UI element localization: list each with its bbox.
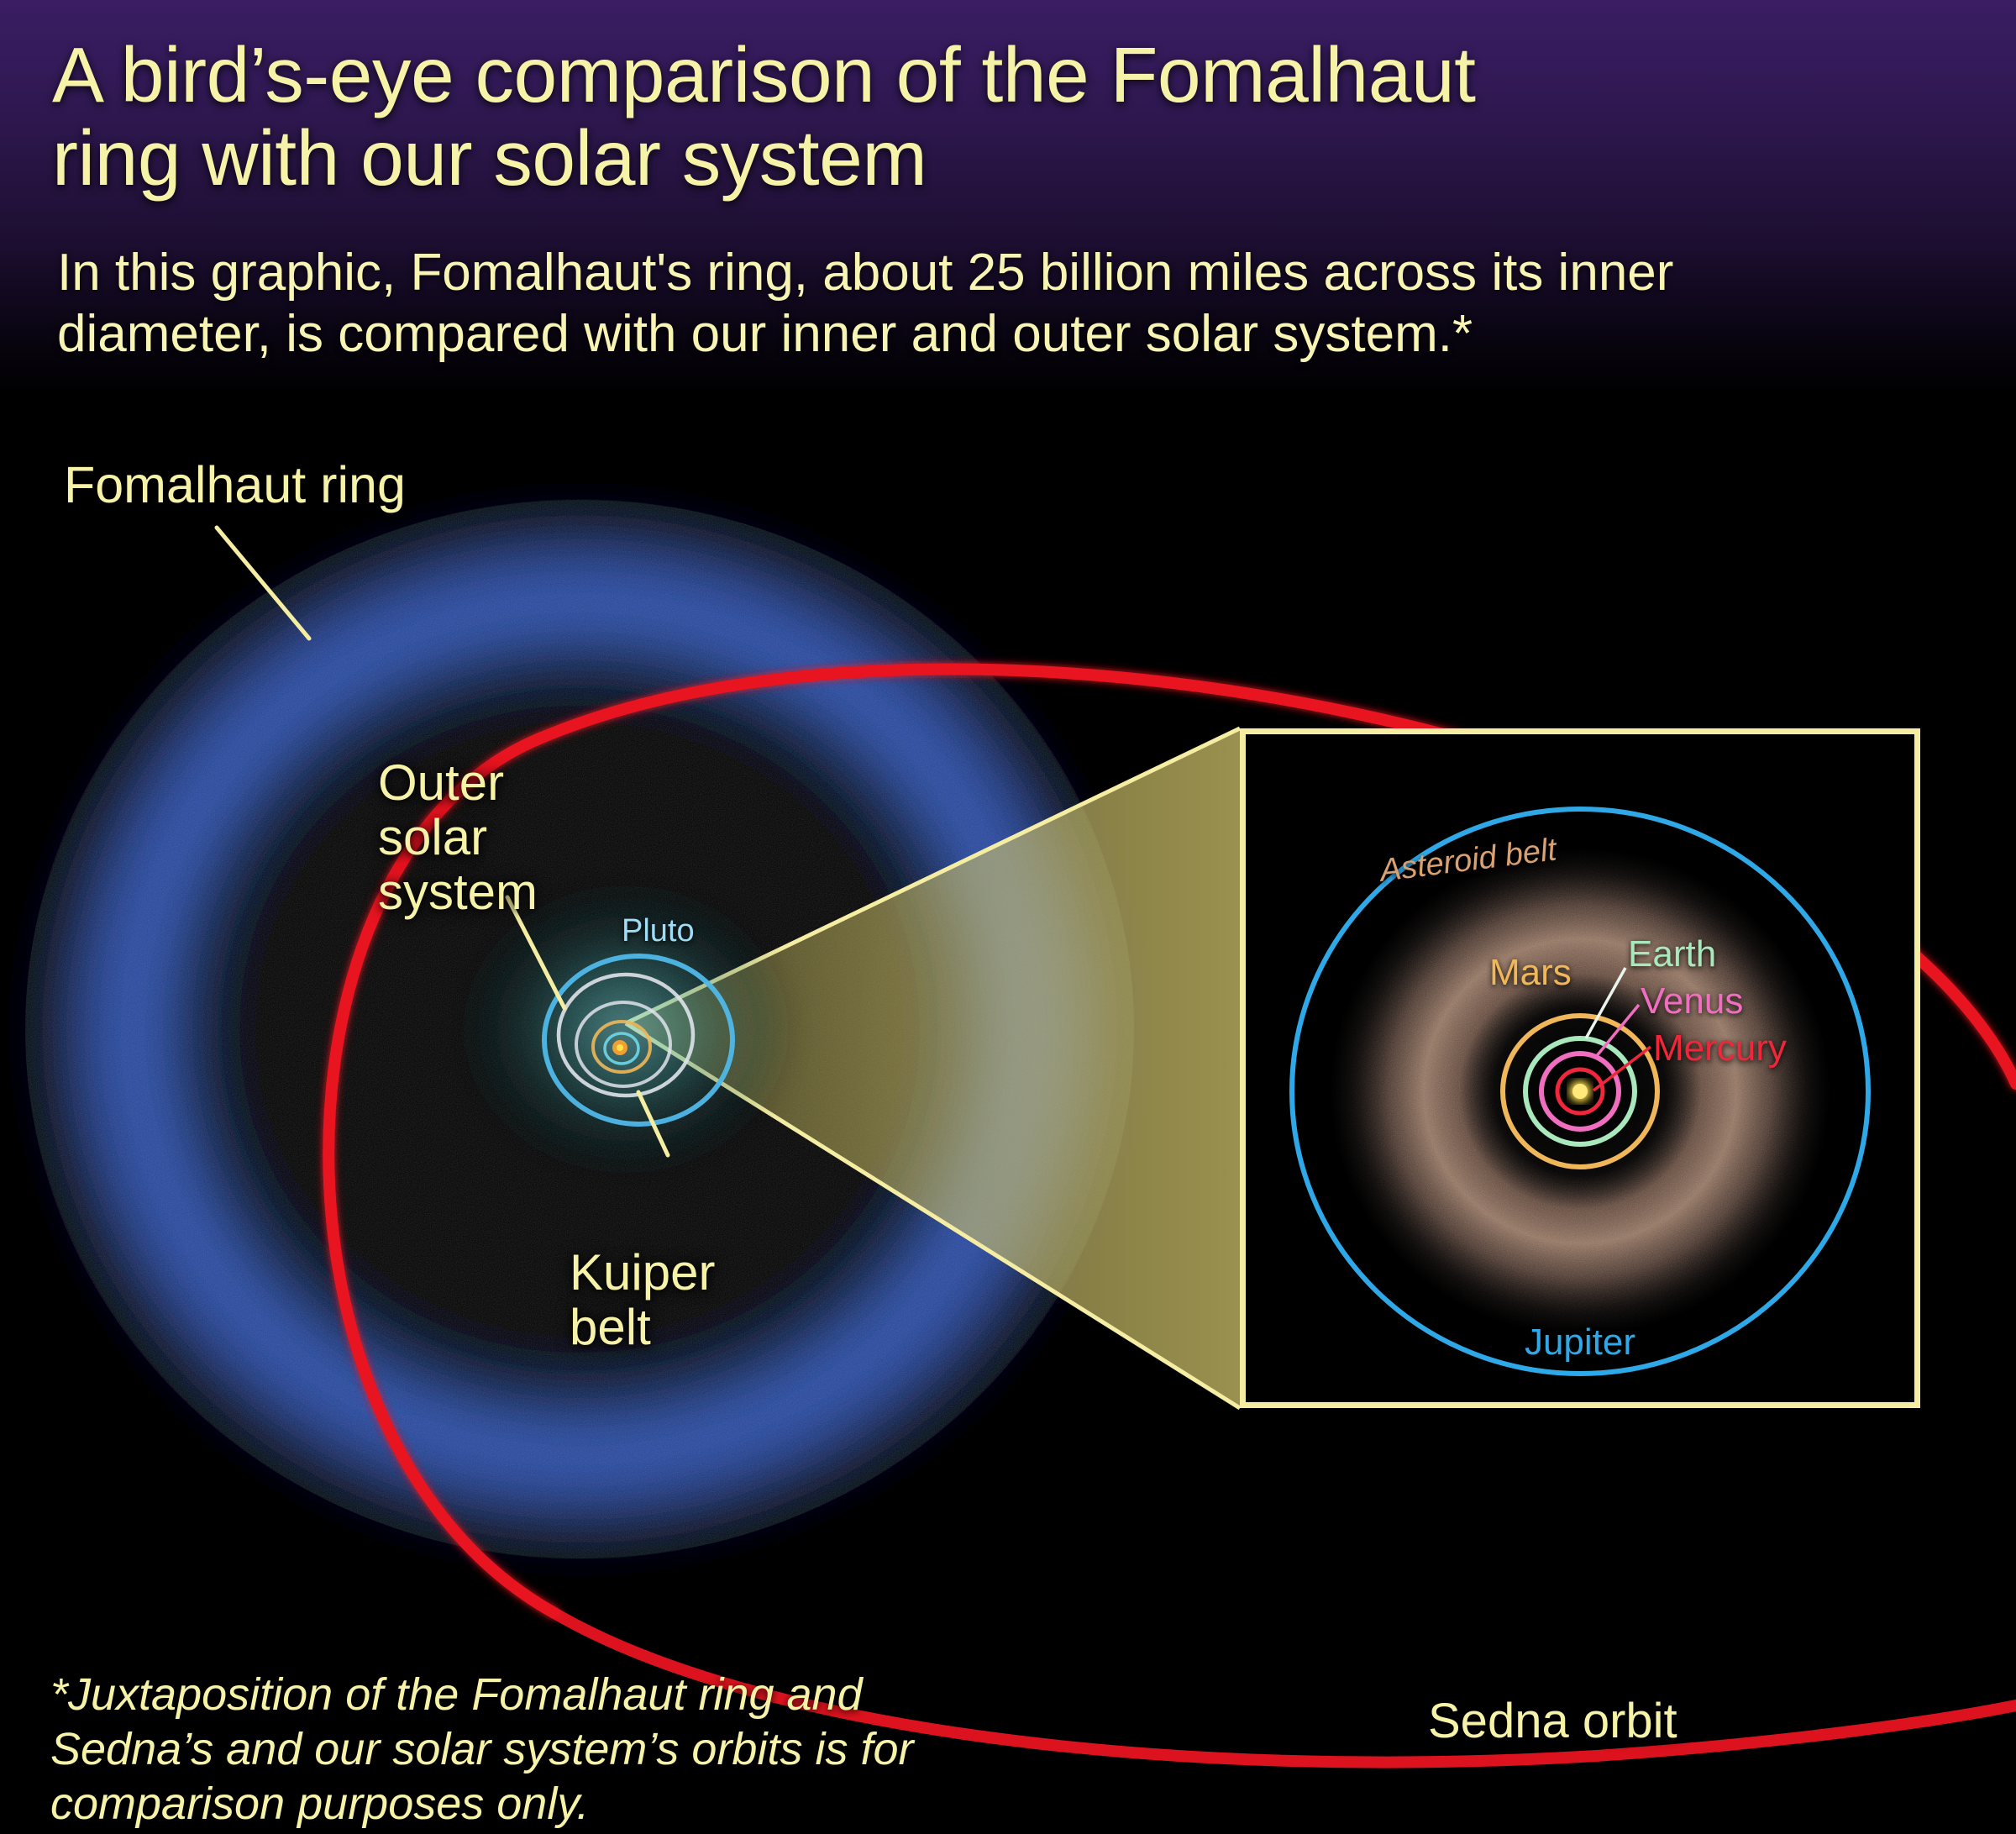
inner-solar-system-inset: Inner solar system xyxy=(1240,728,1920,1408)
header-banner: A bird’s-eye comparison of the Fomalhaut… xyxy=(0,0,2016,395)
label-jupiter: Jupiter xyxy=(1524,1322,1636,1363)
footnote-text: *Juxtaposition of the Fomalhaut ring and… xyxy=(50,1669,914,1829)
label-sedna-orbit: Sedna orbit xyxy=(1428,1694,1677,1748)
label-kuiper-belt: Kuiper belt xyxy=(570,1244,716,1355)
page-title: A bird’s-eye comparison of the Fomalhaut… xyxy=(52,31,1476,202)
label-fomalhaut-ring: Fomalhaut ring xyxy=(64,456,406,513)
page-subtitle: In this graphic, Fomalhaut's ring, about… xyxy=(57,244,1674,364)
label-outer-solar-system: Outer solar system xyxy=(378,754,538,920)
label-pluto: Pluto xyxy=(622,913,695,949)
label-venus: Venus xyxy=(1641,980,1744,1022)
label-earth: Earth xyxy=(1628,933,1717,975)
label-mercury: Mercury xyxy=(1653,1027,1787,1069)
label-mars: Mars xyxy=(1489,952,1572,993)
inner-solar-system-diagram xyxy=(1246,734,1914,1402)
